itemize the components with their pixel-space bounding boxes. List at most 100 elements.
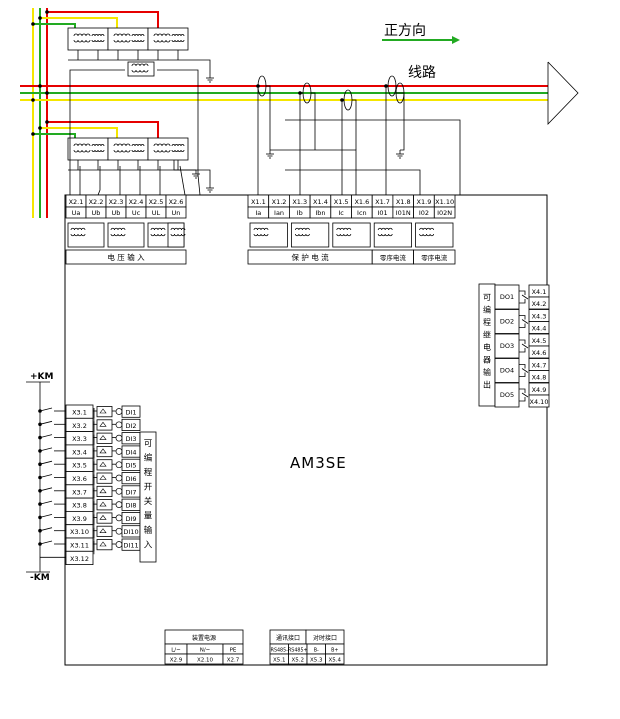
diode-icon (99, 461, 107, 467)
switch-contact-icon (39, 527, 53, 532)
pt-input-box (67, 222, 105, 248)
relay-name-cell (494, 358, 520, 383)
coil-lower (170, 233, 186, 237)
transformer-icon (377, 227, 393, 237)
coil-lower (150, 233, 166, 237)
coil-lower (113, 149, 131, 153)
optocoupler-icon (96, 419, 113, 431)
transformer-icon (153, 143, 171, 153)
di-name: DI8 (125, 502, 136, 510)
comm-terminal-cell (325, 653, 345, 665)
ct-input-box (249, 222, 288, 248)
relay-name: DO2 (500, 318, 514, 326)
transformer-icon (253, 227, 269, 237)
zero-seq-2-label: 零序电流 (421, 253, 448, 262)
relay-name: DO5 (500, 391, 514, 399)
relay-label-char: 出 (483, 380, 491, 390)
wire (68, 59, 211, 74)
wire-ic (341, 99, 344, 195)
transformer-icon (153, 33, 171, 43)
terminal-id: X2.4 (129, 198, 144, 206)
relay-name-cell (494, 309, 520, 334)
relay-output-group: 可编程继电器输出DO1X4.1X4.2DO2X4.3X4.4DO3X4.5X4.… (478, 283, 550, 408)
wire-ib (299, 92, 303, 195)
junction-dot (31, 132, 35, 136)
current-terminal-X1-3: X1.3Ib (288, 194, 330, 248)
di-name: DI4 (125, 448, 136, 456)
coil-upper (91, 34, 105, 37)
di-label-char: 可 (144, 439, 153, 449)
coil-upper (153, 33, 171, 37)
optocoupler-icon (96, 472, 113, 484)
ct-input-box (290, 222, 330, 248)
relay-terminal: X4.4 (532, 325, 547, 333)
transformer-icon (131, 144, 145, 152)
power-label: N/~ (200, 648, 211, 654)
potential-transformer-group (67, 137, 214, 193)
wire-i01 (385, 85, 388, 195)
relay-terminal: X4.2 (532, 300, 547, 308)
relay-label-char: 继 (483, 330, 491, 340)
diode-icon (99, 514, 107, 520)
wire (179, 165, 186, 196)
transformer-icon (336, 227, 352, 237)
transformer-icon (419, 227, 434, 237)
coil-upper (377, 227, 393, 231)
di-terminal: X3.3 (72, 435, 87, 443)
terminal-label: Icn (357, 209, 367, 217)
voltage-terminal-X2-2: X2.2Ub (85, 194, 107, 219)
di-label-char: 开 (144, 483, 153, 493)
coil-upper (336, 227, 352, 231)
device-frame (64, 194, 548, 666)
terminal-label: Ub (92, 209, 101, 217)
terminal-label: I01 (377, 209, 387, 217)
wire-i01n (396, 92, 405, 151)
pt-input-box (107, 222, 145, 248)
direction-label: 正方向 (384, 23, 426, 39)
terminal-id: X1.4 (313, 198, 328, 206)
pt1-tap-yellow (40, 17, 118, 30)
relay-contact-icon (521, 294, 529, 300)
coil-lower (171, 149, 185, 152)
di-name: DI1 (125, 409, 136, 417)
coil-upper (91, 144, 105, 147)
optocoupler-icon (96, 459, 113, 471)
terminal-label: Ic (338, 209, 344, 217)
coil-upper (131, 144, 145, 147)
relay-terminal: X4.7 (532, 362, 547, 370)
di-terminal-cell (65, 550, 94, 565)
wire (68, 169, 211, 184)
voltage-terminal-X2-6: X2.6Un (165, 194, 187, 248)
transformer-icon (171, 34, 185, 42)
optocoupler-icon (96, 499, 113, 511)
switch-contact-icon (39, 500, 53, 505)
di-terminal: X3.7 (72, 488, 87, 496)
optocoupler-icon (96, 485, 113, 497)
coil-upper (171, 144, 185, 147)
terminal-id: X1.8 (396, 198, 411, 206)
relay-terminal-cell (528, 296, 550, 310)
wire-ian (266, 85, 271, 150)
relay-name: DO4 (500, 367, 514, 375)
ct-input-box (332, 222, 371, 248)
terminal-id: X1.5 (334, 198, 349, 206)
coil-lower (110, 233, 126, 237)
diode-icon (99, 488, 107, 494)
relay-terminal-cell (528, 394, 550, 408)
relay-contact-icon (519, 364, 526, 369)
di-terminal: X3.10 (70, 528, 89, 536)
plus-km-label: +KM (30, 372, 54, 382)
transformer-icon (73, 143, 91, 153)
junction-dot (384, 84, 388, 88)
di-label-char: 程 (144, 468, 153, 478)
coil-upper (171, 34, 185, 37)
relay-label-char: 程 (483, 318, 491, 327)
transformer-icon (70, 227, 86, 237)
